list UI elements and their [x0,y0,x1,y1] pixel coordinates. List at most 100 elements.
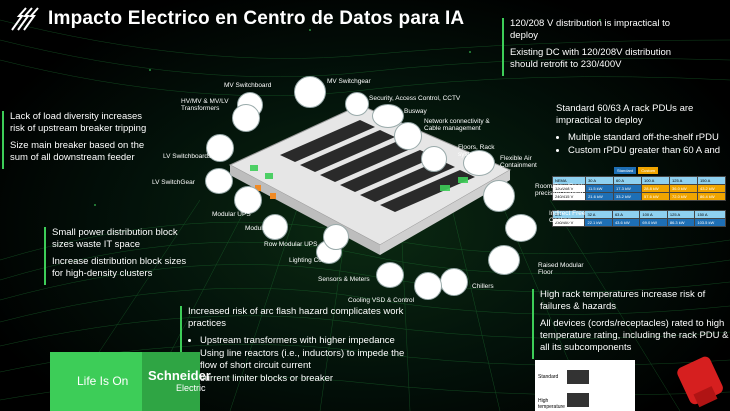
table-cell: 57.6 kW [641,192,671,201]
table-cell: 60 A [613,176,643,185]
callout-arc-flash-heading: Increased risk of arc flash hazard compl… [188,306,404,329]
table-row: 240/415 V 21.6 kW 33.2 kW 57.6 kW 72.0 k… [551,192,726,201]
callout-distribution: 120/208 V distribution is impractical to… [502,18,680,76]
table-legend: Standard Custom [614,167,659,174]
table-row: 230/400 V 22.1 kW 43.6 kW 69.0 kW 86.3 k… [551,218,726,227]
label-lighting: Lighting Control [289,257,335,264]
security-camera-icon [345,92,369,116]
row-ups-icon [323,224,349,250]
receptacle-image [567,370,589,384]
table-cell: 125 A [666,210,696,219]
label-network: Network connectivity & Cable management [424,118,490,132]
label-cooling-vsd: Cooling VSD & Control [348,297,415,304]
industrial-plug-icon [677,356,723,408]
label-floors: Floors, Rack systems [458,144,495,158]
callout-rack-pdu: Standard 60/63 A rack PDUs are impractic… [556,103,728,158]
network-cable-icon [394,122,422,150]
table-row: 120/208 V 11.5 kW 17.3 kW 28.8 kW 36.0 k… [551,184,726,193]
label-raised-floor: Raised Modular Floor [538,262,584,276]
callout-load-diversity-line1: Lack of load diversity increases risk of… [10,111,147,134]
callout-block-sizes-line2: Increase distribution block sizes for hi… [52,256,187,279]
table-cell: 150 A [697,176,726,185]
table-cell: 86.3 kW [666,218,696,227]
label-lv-switchboards: LV Switchboards [163,153,212,160]
list-item: Multiple standard off-the-shelf rPDU [568,132,728,144]
legend-standard: Standard [614,167,637,174]
callout-rack-temperature: High rack temperatures increase risk of … [532,289,730,359]
list-item: Upstream transformers with higher impeda… [200,335,413,347]
list-item: current limiter blocks or breaker [200,373,413,385]
pdu-rating-table-iec: IEC 32 A 63 A 100 A 125 A 150 A 230/400 … [551,210,726,227]
legend-custom: Custom [638,167,659,174]
callout-arc-flash-list: Upstream transformers with higher impeda… [188,335,413,385]
callout-distribution-line2: Existing DC with 120/208V distribution s… [510,47,672,70]
label-sensors: Sensors & Meters [318,276,370,283]
table-cell: 17.3 kW [613,184,643,193]
callout-arc-flash: Increased risk of arc flash hazard compl… [180,306,413,386]
label-hv-transformers: HV/MV & MV/LV Transformers [181,98,229,112]
callout-load-diversity-line2: Size main breaker based on the sum of al… [10,140,145,163]
label-room-cooling: Room/Row/Rack precision cooling [535,183,584,197]
table-cell: 86.4 kW [697,192,726,201]
sensor-meter-icon [376,262,404,288]
brand-name: Schneider [148,368,211,383]
table-cell: 36.0 kW [669,184,698,193]
pdu-rating-table-nema: NEMA 30 A 60 A 100 A 125 A 150 A 120/208… [551,176,726,201]
table-row: NEMA 30 A 60 A 100 A 125 A 150 A [551,176,726,185]
callout-rack-temperature-line1: High rack temperatures increase risk of … [540,289,706,312]
table-cell: 125 A [669,176,698,185]
mv-switchgear-icon [294,76,326,108]
chiller-icon [440,268,468,296]
callout-load-diversity: Lack of load diversity increases risk of… [2,111,158,169]
table-cell: 63 A [611,210,641,219]
label-mv-switchgear: MV Switchgear [327,78,371,85]
brand-sub: Electric [176,383,206,393]
lv-switchboard-icon [206,134,234,162]
doc-label-standard: Standard [538,374,559,380]
table-cell: 28.8 kW [641,184,671,193]
table-cell: 150 A [694,210,726,219]
callout-rack-pdu-heading: Standard 60/63 A rack PDUs are impractic… [556,103,694,126]
table-row: IEC 32 A 63 A 100 A 125 A 150 A [551,210,726,219]
callout-rack-temperature-line2: All devices (cords/receptacles) rated to… [540,318,729,353]
header: Impacto Electrico en Centro de Datos par… [8,6,464,32]
modular-pdu-icon [262,214,288,240]
lightning-logo-icon [11,7,39,31]
table-cell: 33.2 kW [613,192,643,201]
table-cell: 100 A [641,176,671,185]
doc-label-high-temp: High temperature [538,398,565,410]
callout-block-sizes-line1: Small power distribution block sizes was… [52,227,178,250]
callout-rack-pdu-list: Multiple standard off-the-shelf rPDU Cus… [556,132,728,157]
callout-block-sizes: Small power distribution block sizes was… [44,227,194,285]
raised-floor-icon [488,245,520,275]
label-security: Security, Access Control, CCTV [369,95,461,102]
label-busway: Busway [404,108,427,115]
free-cooling-icon [505,214,537,242]
callout-distribution-line1: 120/208 V distribution is impractical to… [510,18,670,41]
precision-cooling-icon [483,180,515,212]
table-cell: 103.5 kW [694,218,726,227]
table-cell: 43.6 kW [611,218,641,227]
table-cell: 43.2 kW [697,184,726,193]
brand-logo: Schneider Electric [148,368,211,394]
lv-switchgear-icon [205,168,233,194]
brand-tagline: Life Is On [77,374,129,388]
page-title: Impacto Electrico en Centro de Datos par… [48,8,465,29]
label-row-ups: Row Modular UPS [264,241,318,248]
cooling-vsd-icon [414,272,442,300]
label-lv-switchgear: LV SwitchGear [152,179,195,186]
air-containment-icon [463,150,495,176]
label-indirect-cooling: Indirect Free Cooling [549,210,586,224]
list-item: Using line reactors (i.e., inductors) to… [200,348,413,372]
label-chillers: Chillers [472,283,494,290]
table-cell: 240/415 V [551,192,587,201]
receptacle-image [567,393,589,407]
table-cell: 100 A [639,210,668,219]
label-modular-pdu: Modular PDU [245,225,285,232]
brand-block-logo-area [142,352,200,411]
table-cell: 72.0 kW [669,192,698,201]
table-cell: 69.0 kW [639,218,668,227]
list-item: Custom rPDU greater than 60 A and [568,145,728,157]
rack-system-icon [421,146,447,172]
